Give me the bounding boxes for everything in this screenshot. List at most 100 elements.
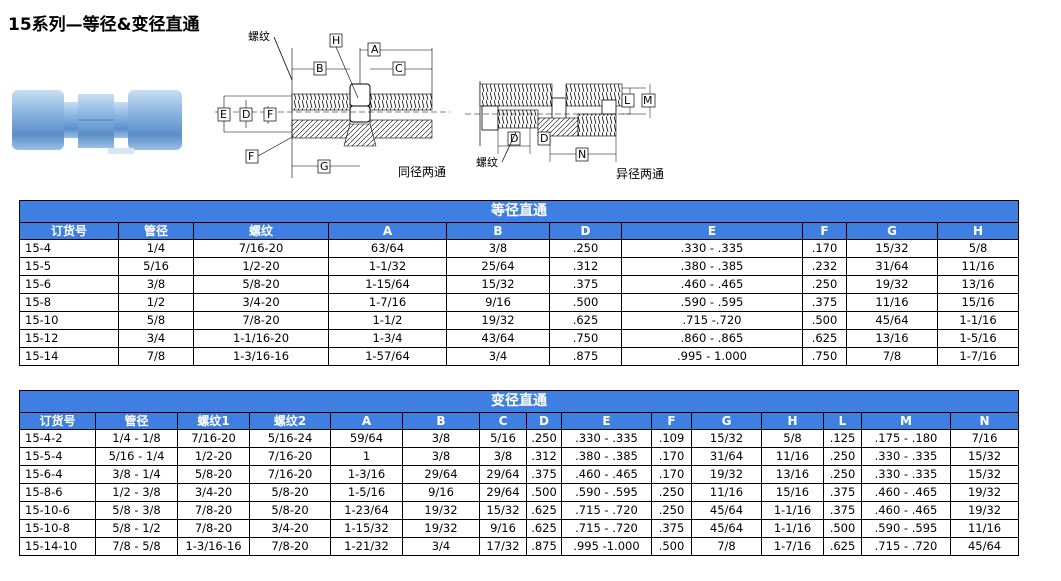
table-cell: 5/16 xyxy=(479,429,527,448)
table-cell: 15-14-10 xyxy=(19,537,96,556)
table-cell: .500 xyxy=(802,311,847,330)
table-cell: 7/8-20 xyxy=(177,501,250,520)
table-cell: .380 - .385 xyxy=(561,447,652,466)
table-cell: 1/2-20 xyxy=(177,447,250,466)
table-cell: 5/8-20 xyxy=(249,483,331,502)
table-cell: 31/64 xyxy=(691,447,762,466)
column-header: H xyxy=(761,412,824,430)
table-cell: 7/8-20 xyxy=(249,537,331,556)
table-cell: 15-6 xyxy=(19,275,119,294)
table-cell: .330 - .335 xyxy=(621,239,803,258)
equal-union-drawing: 螺纹 H A B C E D F F xyxy=(215,29,450,179)
table-cell: 7/16-20 xyxy=(193,239,329,258)
table-cell: 19/32 xyxy=(402,519,480,538)
table-cell: .250 xyxy=(526,429,562,448)
table-cell: 3/4 xyxy=(402,537,480,556)
table-cell: 45/64 xyxy=(949,537,1020,556)
table-cell: .625 xyxy=(823,537,862,556)
table-cell: 7/16-20 xyxy=(249,447,331,466)
table-cell: 1/2 xyxy=(118,293,194,312)
table-cell: 13/16 xyxy=(846,329,938,348)
table-cell: 15/32 xyxy=(446,275,550,294)
table-cell: .500 xyxy=(823,519,862,538)
table-cell: 19/32 xyxy=(691,465,762,484)
table-cell: 7/8-20 xyxy=(177,519,250,538)
table-cell: 25/64 xyxy=(446,257,550,276)
column-header: H xyxy=(936,222,1020,240)
table-cell: 7/16-20 xyxy=(249,465,331,484)
table-cell: 7/8 xyxy=(118,347,194,366)
table-cell: 1-7/16 xyxy=(936,347,1020,366)
table-cell: 59/64 xyxy=(330,429,403,448)
table-cell: 1-15/64 xyxy=(328,275,447,294)
table-cell: 11/16 xyxy=(949,519,1020,538)
svg-text:B: B xyxy=(316,62,324,75)
column-header: B xyxy=(402,412,480,430)
table-cell: 1-1/16 xyxy=(761,501,824,520)
table-cell: .460 - .465 xyxy=(861,501,951,520)
table-cell: .460 - .465 xyxy=(621,275,803,294)
table-cell: 15/32 xyxy=(691,429,762,448)
table-cell: .375 xyxy=(526,465,562,484)
table-cell: 7/16 xyxy=(949,429,1020,448)
table-cell: 9/16 xyxy=(479,519,527,538)
table-cell: .175 - .180 xyxy=(861,429,951,448)
table-cell: 7/8 xyxy=(846,347,938,366)
table-cell: .750 xyxy=(802,347,847,366)
column-header: 螺纹 xyxy=(193,222,329,240)
column-header: D xyxy=(549,222,622,240)
table-cell: 1/4 xyxy=(118,239,194,258)
table-cell: .875 xyxy=(526,537,562,556)
table-cell: 19/32 xyxy=(949,483,1020,502)
table-cell: .715 -.720 xyxy=(621,311,803,330)
column-header: D xyxy=(526,412,562,430)
reducing-union-drawing: L M D D N 螺纹 异径两通 xyxy=(465,81,664,181)
reducing-table-title: 变径直通 xyxy=(18,390,1020,413)
table-cell: 7/16-20 xyxy=(177,429,250,448)
table-cell: .715 - .720 xyxy=(861,537,951,556)
table-cell: 1/2 - 3/8 xyxy=(95,483,178,502)
table-cell: .500 xyxy=(651,537,692,556)
table-cell: .380 - .385 xyxy=(621,257,803,276)
svg-text:D: D xyxy=(242,108,250,121)
table-cell: 15-6-4 xyxy=(19,465,96,484)
table-cell: .330 - .335 xyxy=(861,447,951,466)
table-cell: .375 xyxy=(823,501,862,520)
table-cell: .170 xyxy=(651,447,692,466)
table-cell: .250 xyxy=(651,501,692,520)
column-header: G xyxy=(846,222,938,240)
table-cell: 29/64 xyxy=(479,483,527,502)
table-cell: 15-8-6 xyxy=(19,483,96,502)
table-cell: .375 xyxy=(802,293,847,312)
table-cell: .995 - 1.000 xyxy=(621,347,803,366)
table-cell: 15/32 xyxy=(949,465,1020,484)
table-cell: 15/32 xyxy=(479,501,527,520)
table-cell: 19/32 xyxy=(402,501,480,520)
table-cell: .330 - .335 xyxy=(861,465,951,484)
table-cell: 15/16 xyxy=(936,293,1020,312)
table-cell: 15-5-4 xyxy=(19,447,96,466)
column-header: 管径 xyxy=(118,222,194,240)
table-cell: 13/16 xyxy=(761,465,824,484)
svg-text:H: H xyxy=(332,34,340,47)
table-cell: 15-10-6 xyxy=(19,501,96,520)
column-header: 订货号 xyxy=(19,412,96,430)
column-header: G xyxy=(691,412,762,430)
table-cell: .500 xyxy=(526,483,562,502)
table-cell: 3/8 xyxy=(402,447,480,466)
table-cell: .590 - .595 xyxy=(621,293,803,312)
table-cell: 5/16 xyxy=(118,257,194,276)
table-cell: 9/16 xyxy=(446,293,550,312)
table-cell: 1-5/16 xyxy=(330,483,403,502)
table-cell: 31/64 xyxy=(846,257,938,276)
